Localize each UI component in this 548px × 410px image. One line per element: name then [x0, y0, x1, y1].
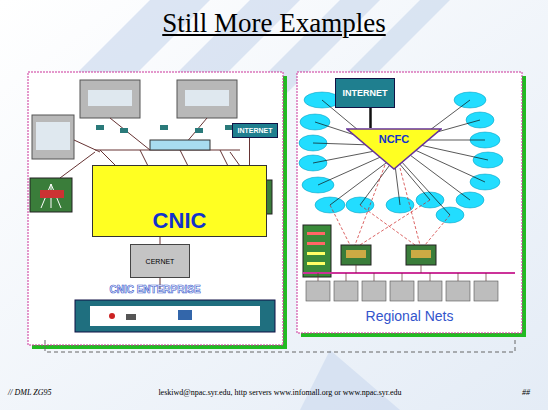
node-label: CERNET — [146, 258, 175, 265]
network-box: CERNET — [130, 244, 190, 278]
footer-id: // DML ZG95 — [8, 388, 98, 397]
node-label: CNIC — [153, 208, 207, 234]
enterprise-label: CNIC ENTERPRISE — [0, 284, 310, 295]
network-box: INTERNET — [335, 78, 395, 108]
slide-title: Still More Examples — [0, 8, 548, 39]
network-box: INTERNET — [232, 123, 278, 138]
node-label: INTERNET — [343, 88, 388, 98]
footer-contact: leskiwd@npac.syr.edu, http servers www.i… — [100, 388, 460, 397]
region-label: Regional Nets — [297, 308, 522, 324]
network-link — [249, 138, 250, 165]
hub-triangle: NCFC — [346, 128, 442, 170]
node-label: NCFC — [379, 133, 410, 145]
network-link — [369, 108, 372, 128]
page-number: ## — [480, 388, 530, 397]
network-box: CNIC — [92, 165, 267, 237]
node-label: INTERNET — [238, 127, 273, 134]
